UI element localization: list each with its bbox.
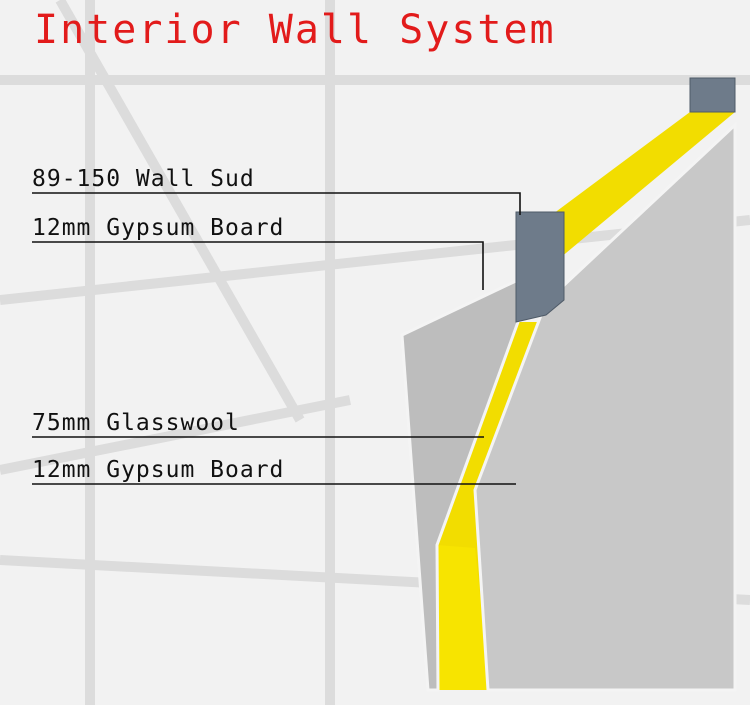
glasswool-top bbox=[518, 112, 735, 258]
diagram-title: Interior Wall System bbox=[34, 7, 556, 53]
leader-lines bbox=[32, 192, 521, 485]
label-wall-stud: 89-150 Wall Sud bbox=[32, 166, 255, 192]
gypsum-board-back bbox=[473, 121, 737, 692]
steel-stud bbox=[515, 77, 736, 323]
label-gypsum-board-top: 12mm Gypsum Board bbox=[32, 215, 285, 241]
leader-line-stud bbox=[32, 192, 521, 215]
leader-line-board-top bbox=[32, 241, 484, 290]
label-gypsum-board-bottom: 12mm Gypsum Board bbox=[32, 457, 285, 483]
glasswool-face bbox=[437, 545, 490, 690]
label-glasswool: 75mm Glasswool bbox=[32, 410, 240, 436]
